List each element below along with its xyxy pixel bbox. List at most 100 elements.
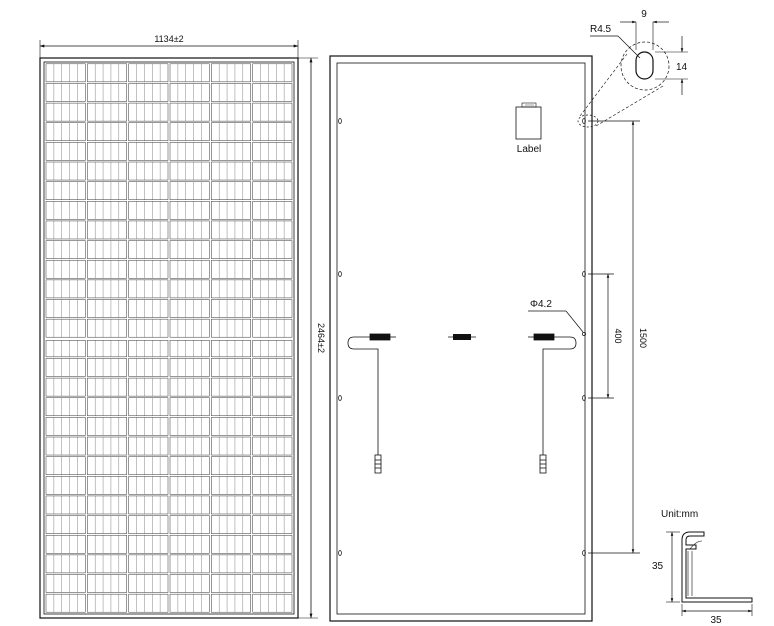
solar-cell: [87, 220, 127, 240]
solar-cell: [211, 495, 251, 515]
solar-cell: [211, 142, 251, 161]
solar-cell: [252, 340, 293, 358]
solar-cell: [45, 574, 86, 593]
label-text: Label: [517, 144, 541, 155]
solar-cell: [128, 436, 169, 456]
solar-cell: [45, 83, 86, 102]
mounting-hole-label: Φ4.2: [530, 299, 552, 310]
solar-cell: [128, 534, 169, 554]
solar-cell: [87, 142, 127, 161]
solar-cell: [169, 220, 210, 240]
slot-height-label: 14: [676, 62, 688, 73]
solar-cell: [45, 358, 86, 377]
solar-cell: [252, 83, 293, 102]
solar-cell: [211, 377, 251, 397]
solar-cell: [252, 299, 293, 318]
solar-cell: [169, 534, 210, 554]
solar-cell: [128, 220, 169, 240]
center-junction-box: [448, 334, 476, 340]
solar-cell: [128, 417, 169, 436]
solar-cell: [211, 397, 251, 417]
front-panel-inner: [43, 61, 295, 615]
solar-cell: [87, 593, 127, 613]
solar-cell: [211, 201, 251, 220]
solar-cell: [45, 554, 86, 574]
solar-cell: [211, 83, 251, 102]
slot-shape: [635, 51, 654, 80]
unit-label: Unit:mm: [661, 509, 698, 520]
solar-cell: [128, 456, 169, 475]
frame-profile: Unit:mm 35 35: [652, 509, 753, 626]
solar-cell: [45, 593, 86, 613]
solar-cell: [128, 574, 169, 593]
profile-height-label: 35: [652, 561, 664, 572]
solar-cell: [87, 436, 127, 456]
solar-cell: [45, 122, 86, 142]
solar-cell: [252, 279, 293, 299]
solar-cell: [211, 593, 251, 613]
solar-cell: [87, 515, 127, 534]
solar-cell: [211, 476, 251, 495]
solar-cell: [169, 554, 210, 574]
solar-cell: [252, 456, 293, 475]
solar-cell: [169, 161, 210, 181]
back-panel-inner: [336, 62, 586, 615]
back-view: Label Φ4.2: [329, 55, 648, 622]
solar-cell: [169, 83, 210, 102]
solar-cell: [45, 181, 86, 200]
solar-cell: [128, 161, 169, 181]
right-connector-cable: [528, 333, 577, 474]
solar-cell: [128, 515, 169, 534]
solar-cell: [45, 102, 86, 122]
solar-cell: [87, 358, 127, 377]
mounting-hole-leader: [565, 310, 584, 333]
solar-cell: [128, 476, 169, 495]
solar-cell: [87, 279, 127, 299]
frame-profile-shape: [681, 531, 753, 603]
solar-cell: [211, 240, 251, 259]
solar-cell: [252, 220, 293, 240]
solar-cell: [87, 181, 127, 200]
slot-radius-label: R4.5: [590, 24, 612, 35]
solar-cell: [211, 515, 251, 534]
solar-cell: [252, 534, 293, 554]
solar-cell: [128, 279, 169, 299]
solar-cell: [211, 534, 251, 554]
hole-spacing-long-label: 1500: [638, 328, 648, 348]
solar-cell: [45, 259, 86, 279]
front-panel-outline: [39, 57, 299, 619]
solar-cell: [211, 102, 251, 122]
solar-cell: [45, 377, 86, 397]
solar-cell: [87, 417, 127, 436]
solar-cell: [45, 417, 86, 436]
solar-cell: [211, 299, 251, 318]
mounting-holes-left: [338, 118, 342, 556]
solar-cell: [87, 340, 127, 358]
solar-cell: [128, 397, 169, 417]
solar-cell: [252, 259, 293, 279]
solar-cell: [169, 456, 210, 475]
solar-cell: [252, 574, 293, 593]
front-width-label: 1134±2: [154, 34, 183, 44]
solar-cell: [87, 161, 127, 181]
back-panel-outline: [329, 55, 593, 622]
slot-detail: 9 14 R4.5: [577, 9, 688, 128]
solar-cell: [45, 436, 86, 456]
solar-cell: [128, 259, 169, 279]
solar-cell: [252, 63, 293, 83]
solar-cell: [128, 240, 169, 259]
solar-cell: [45, 201, 86, 220]
solar-cell: [87, 63, 127, 83]
cell-grid: [45, 63, 293, 613]
solar-cell: [45, 318, 86, 338]
solar-cell: [169, 102, 210, 122]
solar-cell: [128, 554, 169, 574]
solar-cell: [45, 397, 86, 417]
solar-cell: [128, 142, 169, 161]
solar-cell: [45, 534, 86, 554]
solar-cell: [169, 299, 210, 318]
solar-cell: [128, 201, 169, 220]
solar-cell: [169, 377, 210, 397]
left-connector-cable: [347, 333, 396, 474]
